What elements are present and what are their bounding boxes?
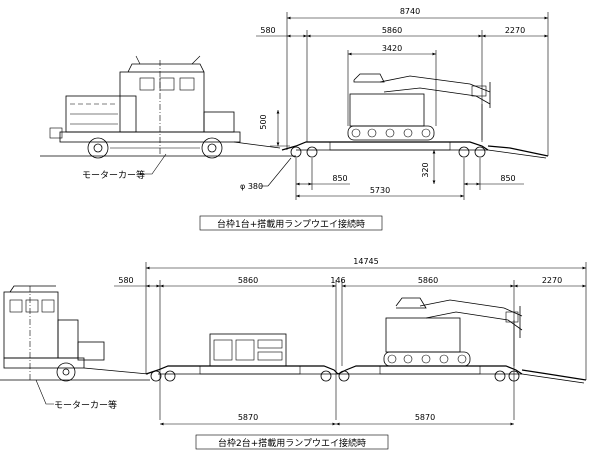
dimensions-1 xyxy=(256,12,549,200)
ramp-1 xyxy=(487,145,549,157)
dim-coupler-height-1: 500 xyxy=(259,114,268,129)
caption-1: 台枠1台+搭載用ランプウエイ接続時 xyxy=(217,218,365,230)
dim-overall-1: 8740 xyxy=(400,7,420,16)
dim-ramp-2: 2270 xyxy=(542,276,562,285)
vehicle-label-1: モーターカー等 xyxy=(82,169,145,181)
flat-car-2a xyxy=(145,365,339,382)
dim-bogie-center-1: 5730 xyxy=(370,186,390,195)
dimensions-2 xyxy=(114,262,587,426)
dim-wheel-right-1: 850 xyxy=(500,174,515,183)
vehicle-leader xyxy=(140,153,167,175)
dim-overall-2: 14745 xyxy=(353,257,378,266)
dim-deck-height-1: 320 xyxy=(421,162,430,177)
dim-deck-1: 5860 xyxy=(382,26,402,35)
crane-excavator-2 xyxy=(383,297,523,367)
dim-bogie2-2: 5870 xyxy=(415,413,435,422)
dim-wheel-left-1: 850 xyxy=(332,174,347,183)
dim-front-overhang-1: 580 xyxy=(260,26,275,35)
caption-box-1 xyxy=(199,215,383,231)
caption-box-2 xyxy=(195,434,389,450)
flat-car-1 xyxy=(281,141,489,158)
crane-excavator-1 xyxy=(347,73,491,141)
flat-car-2b xyxy=(337,365,523,382)
dim-front-overhang-2: 580 xyxy=(118,276,133,285)
figure-2: モーターカー等 xyxy=(0,257,587,450)
motor-car-2 xyxy=(3,285,149,382)
vehicle-leader-2 xyxy=(35,379,54,405)
dim-gap-2: 146 xyxy=(330,276,345,285)
vehicle-label-2: モーターカー等 xyxy=(54,399,117,411)
generator-unit xyxy=(209,333,287,367)
dim-wheel-dia-1: φ 380 xyxy=(240,182,263,191)
caption-2: 台枠2台+搭載用ランプウエイ接続時 xyxy=(218,437,366,449)
dim-deck2-2: 5860 xyxy=(418,276,438,285)
dim-deck1-2: 5860 xyxy=(238,276,258,285)
dim-ramp-1: 2270 xyxy=(505,26,525,35)
figure-1: モーターカー等 xyxy=(40,7,549,231)
motor-car xyxy=(49,55,281,159)
ramp-2 xyxy=(521,369,587,381)
dim-bogie1-2: 5870 xyxy=(238,413,258,422)
dim-load-width-1: 3420 xyxy=(382,44,402,53)
